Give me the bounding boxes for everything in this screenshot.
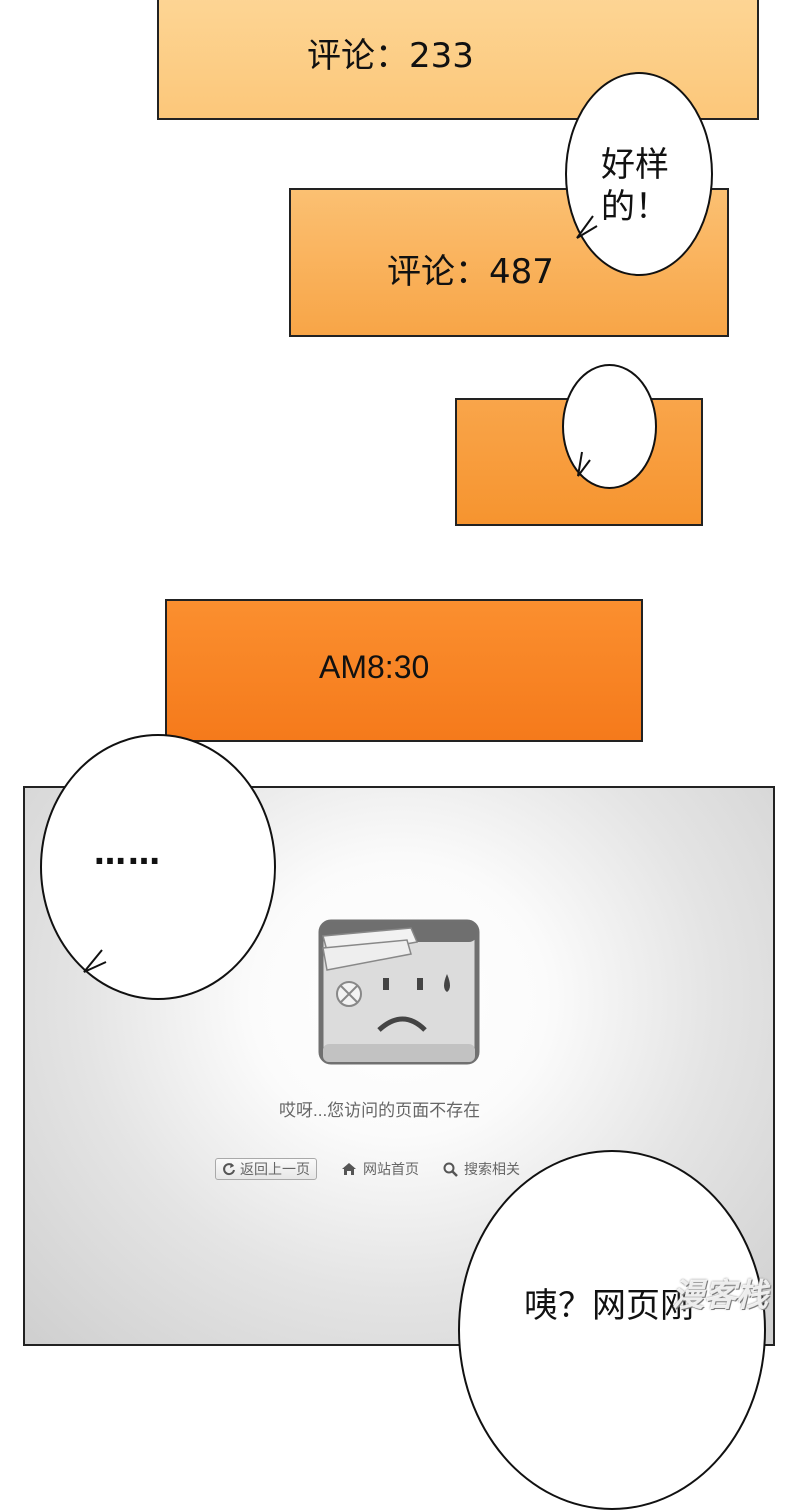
watermark-logo: 漫客栈 — [672, 1276, 769, 1314]
bubble-text: …… — [94, 834, 162, 872]
search-link[interactable]: 搜索相关 — [443, 1159, 520, 1179]
bubble-tail — [576, 215, 598, 239]
back-button-label: 返回上一页 — [240, 1162, 310, 1178]
home-link-label: 网站首页 — [363, 1162, 419, 1178]
home-icon — [342, 1163, 356, 1175]
bubble-tail — [577, 451, 591, 477]
speech-bubble-good-job: 好样的！ — [565, 72, 713, 276]
back-button[interactable]: 返回上一页 — [215, 1158, 317, 1180]
home-link[interactable]: 网站首页 — [341, 1159, 419, 1179]
sad-window-icon — [318, 919, 480, 1065]
time-text: AM8:30 — [319, 649, 430, 685]
error-links: 返回上一页 网站首页 搜索相关 — [215, 1154, 520, 1184]
time-panel: AM8:30 — [165, 599, 643, 742]
bubble-text: 咦？网页刚 — [524, 1286, 694, 1326]
comment-count-text: 评论：487 — [387, 252, 554, 292]
comment-panel-233: 评论：233 — [157, 0, 759, 120]
speech-bubble-ellipsis: …… — [40, 734, 276, 1000]
search-link-label: 搜索相关 — [464, 1162, 520, 1178]
error-message: 哎呀...您访问的页面不存在 — [279, 1101, 481, 1120]
search-icon — [443, 1162, 458, 1177]
speech-bubble-empty — [562, 364, 657, 489]
speech-bubble-page: 咦？网页刚 — [458, 1150, 766, 1510]
comment-count-text: 评论：233 — [307, 36, 474, 76]
refresh-icon — [223, 1163, 235, 1176]
bubble-text: 好样的！ — [601, 145, 669, 227]
bubble-tail — [83, 949, 107, 973]
